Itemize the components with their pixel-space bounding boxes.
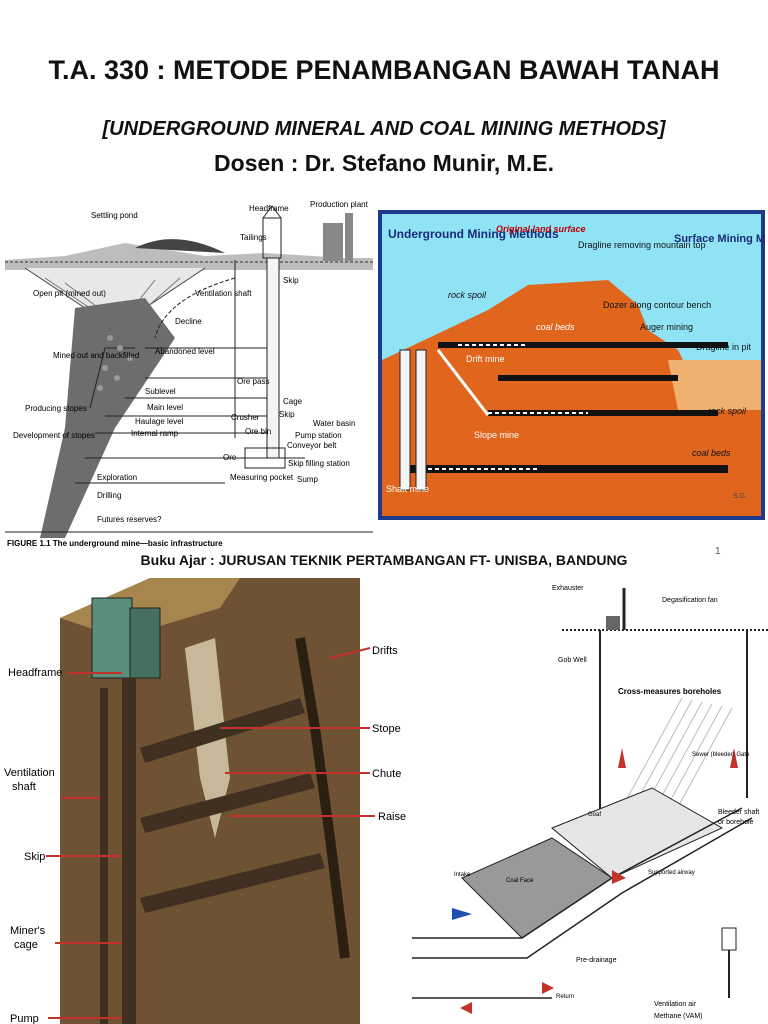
buku-ajar-line: Buku Ajar : JURUSAN TEKNIK PERTAMBANGAN … bbox=[140, 552, 628, 568]
label-chute: Chute bbox=[372, 768, 401, 780]
label-crusher: Crusher bbox=[231, 413, 260, 422]
label-pump: Pump bbox=[10, 1013, 39, 1024]
label-futures: Futures reserves? bbox=[97, 515, 162, 524]
figure-mine-cutaway: Headframe Ventilation shaft Skip Miner's… bbox=[0, 578, 412, 1024]
label-exploration: Exploration bbox=[97, 473, 137, 482]
label-surface-methods: Surface Mining Methods bbox=[674, 233, 765, 245]
label-cage: Cage bbox=[283, 397, 303, 406]
label-slope-mine: Slope mine bbox=[474, 430, 519, 440]
label-drifts: Drifts bbox=[372, 645, 398, 657]
label-decline: Decline bbox=[175, 317, 202, 326]
label-sublevel: Sublevel bbox=[145, 387, 176, 396]
label-shaft-mine: Shaft mine bbox=[386, 484, 429, 494]
label-conveyor-belt: Conveyor belt bbox=[287, 441, 337, 450]
label-sump: Sump bbox=[297, 475, 318, 484]
label-coal-beds-2: coal beds bbox=[692, 448, 731, 458]
label-production-plant: Production plant bbox=[310, 200, 369, 209]
label-settling-pond: Settling pond bbox=[91, 211, 138, 220]
label-dragline-removing: Dragline removing mountain top bbox=[578, 240, 706, 250]
label-dragline-pit: Dragline in pit bbox=[696, 342, 752, 352]
label-exhauster: Exhauster bbox=[552, 585, 584, 592]
label-haulage-level: Haulage level bbox=[135, 417, 184, 426]
label-ventilation: Ventilation bbox=[4, 767, 55, 779]
label-vam: Ventilation air bbox=[654, 1001, 697, 1008]
label-rock-spoil-2: rock spoil bbox=[708, 406, 747, 416]
label-coal-face: Coal Face bbox=[506, 878, 534, 884]
label-ore-pass: Ore pass bbox=[237, 377, 269, 386]
label-drift-mine: Drift mine bbox=[466, 354, 505, 364]
label-miners: Miner's bbox=[10, 925, 46, 937]
label-bleeder-shaft: Bleeder shaft bbox=[718, 809, 759, 816]
label-dozer: Dozer along contour bench bbox=[603, 300, 711, 310]
methane-drainage-diagram: Exhauster Degasification fan Gob Well Cr… bbox=[412, 578, 768, 1024]
label-ore: Ore bbox=[223, 453, 237, 462]
label-main-level: Main level bbox=[147, 403, 183, 412]
label-open-pit: Open pit (mined out) bbox=[33, 289, 106, 298]
page-title: T.A. 330 : METODE PENAMBANGAN BAWAH TANA… bbox=[48, 55, 720, 85]
label-internal-ramp: Internal ramp bbox=[131, 429, 179, 438]
label-skip-filling: Skip filling station bbox=[288, 459, 350, 468]
label-gob-well: Gob Well bbox=[558, 657, 587, 664]
label-cross-measures: Cross-measures boreholes bbox=[618, 687, 722, 696]
lecturer-line: Dosen : Dr. Stefano Munir, M.E. bbox=[214, 150, 554, 176]
label-cage: cage bbox=[14, 939, 38, 951]
label-underground-methods: Underground Mining Methods bbox=[388, 227, 559, 241]
label-vam-2: Methane (VAM) bbox=[654, 1013, 703, 1020]
page-number: 1 bbox=[715, 546, 721, 557]
figure-mine-infrastructure: Settling pond Headframe Production plant… bbox=[5, 198, 373, 550]
mine-cutaway-diagram: Headframe Ventilation shaft Skip Miner's… bbox=[0, 578, 412, 1024]
mine-infrastructure-diagram: Settling pond Headframe Production plant… bbox=[5, 198, 373, 550]
label-ventilation-shaft: Ventilation shaft bbox=[195, 289, 252, 298]
label-degasification: Degasification fan bbox=[662, 597, 718, 604]
label-abandoned-level: Abandoned level bbox=[155, 347, 215, 356]
label-or-borehole: or borehole bbox=[718, 819, 754, 826]
label-sewer: Sewer (bleeder) Gate bbox=[692, 752, 750, 758]
label-rock-spoil: rock spoil bbox=[448, 290, 487, 300]
label-shaft: shaft bbox=[12, 781, 36, 793]
label-return: Return bbox=[556, 994, 574, 1000]
label-original-surface: Original land surface bbox=[496, 224, 586, 234]
label-measuring-pocket: Measuring pocket bbox=[230, 473, 294, 482]
label-supported-airway: Supported airway bbox=[648, 870, 695, 876]
figure-mining-methods: Underground Mining Methods Original land… bbox=[378, 210, 765, 520]
label-skip-2: Skip bbox=[279, 410, 295, 419]
figure-methane-drainage: Exhauster Degasification fan Gob Well Cr… bbox=[412, 578, 768, 1024]
label-skip: Skip bbox=[283, 276, 299, 285]
label-intake: Intake bbox=[454, 872, 471, 878]
label-coal-beds: coal beds bbox=[536, 322, 575, 332]
page-subtitle: [UNDERGROUND MINERAL AND COAL MINING MET… bbox=[102, 118, 666, 140]
label-mined-out: Mined out and backfilled bbox=[53, 351, 139, 360]
label-skip: Skip bbox=[24, 851, 45, 863]
label-raise: Raise bbox=[378, 811, 406, 823]
label-producing-stopes: Producing stopes bbox=[25, 404, 87, 413]
label-headframe: Headframe bbox=[249, 204, 289, 213]
label-stope: Stope bbox=[372, 723, 401, 735]
label-pump-station: Pump station bbox=[295, 431, 342, 440]
label-pre-drainage: Pre-drainage bbox=[576, 957, 617, 964]
mining-methods-diagram: Underground Mining Methods Original land… bbox=[378, 210, 765, 520]
label-development: Development of stopes bbox=[13, 431, 95, 440]
label-water-basin: Water basin bbox=[313, 419, 355, 428]
label-drilling: Drilling bbox=[97, 491, 121, 500]
figure-caption: FIGURE 1.1 The underground mine—basic in… bbox=[7, 539, 223, 548]
label-ore-bin: Ore bin bbox=[245, 427, 271, 436]
label-auger: Auger mining bbox=[640, 322, 693, 332]
label-goaf: Goaf bbox=[588, 812, 601, 818]
label-tailings: Tailings bbox=[240, 233, 267, 242]
label-credit: S.G. bbox=[733, 493, 747, 500]
label-headframe: Headframe bbox=[8, 667, 62, 679]
